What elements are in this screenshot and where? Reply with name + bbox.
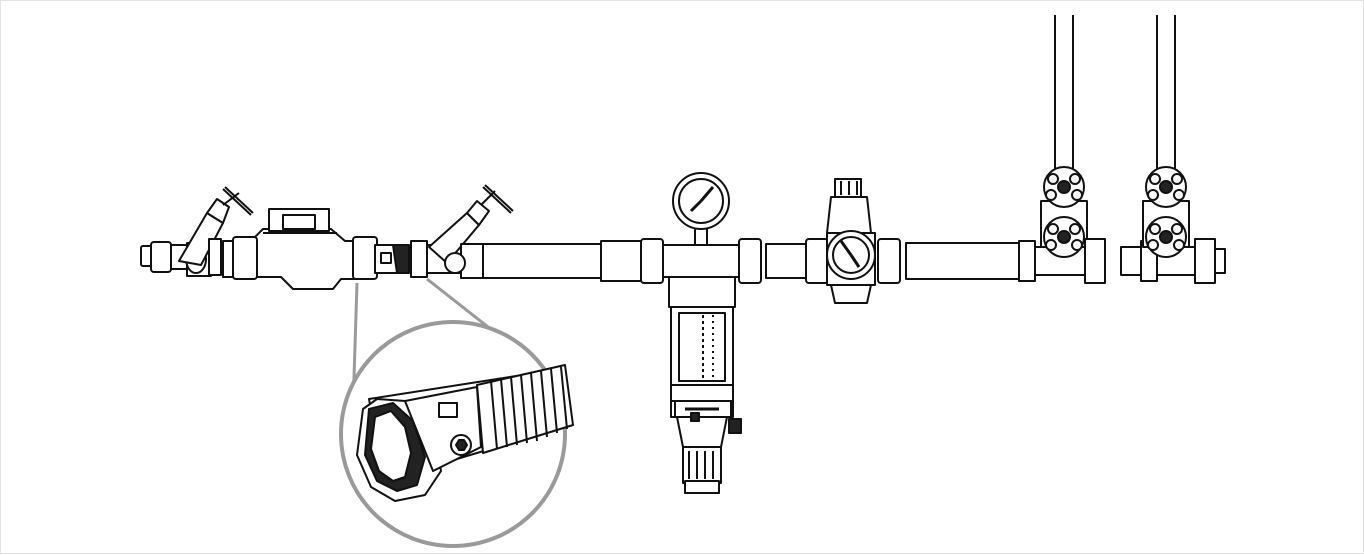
angle-valve-left [178, 186, 254, 277]
wheel-valve-1 [1040, 166, 1106, 284]
magnifier-icon [339, 320, 574, 548]
filter [640, 172, 762, 494]
pressure-reducer [805, 178, 901, 304]
riser-pipes [1054, 15, 1176, 181]
wheel-valve-2 [1142, 166, 1226, 284]
water-meter [222, 208, 410, 290]
angle-valve-right [410, 184, 514, 279]
